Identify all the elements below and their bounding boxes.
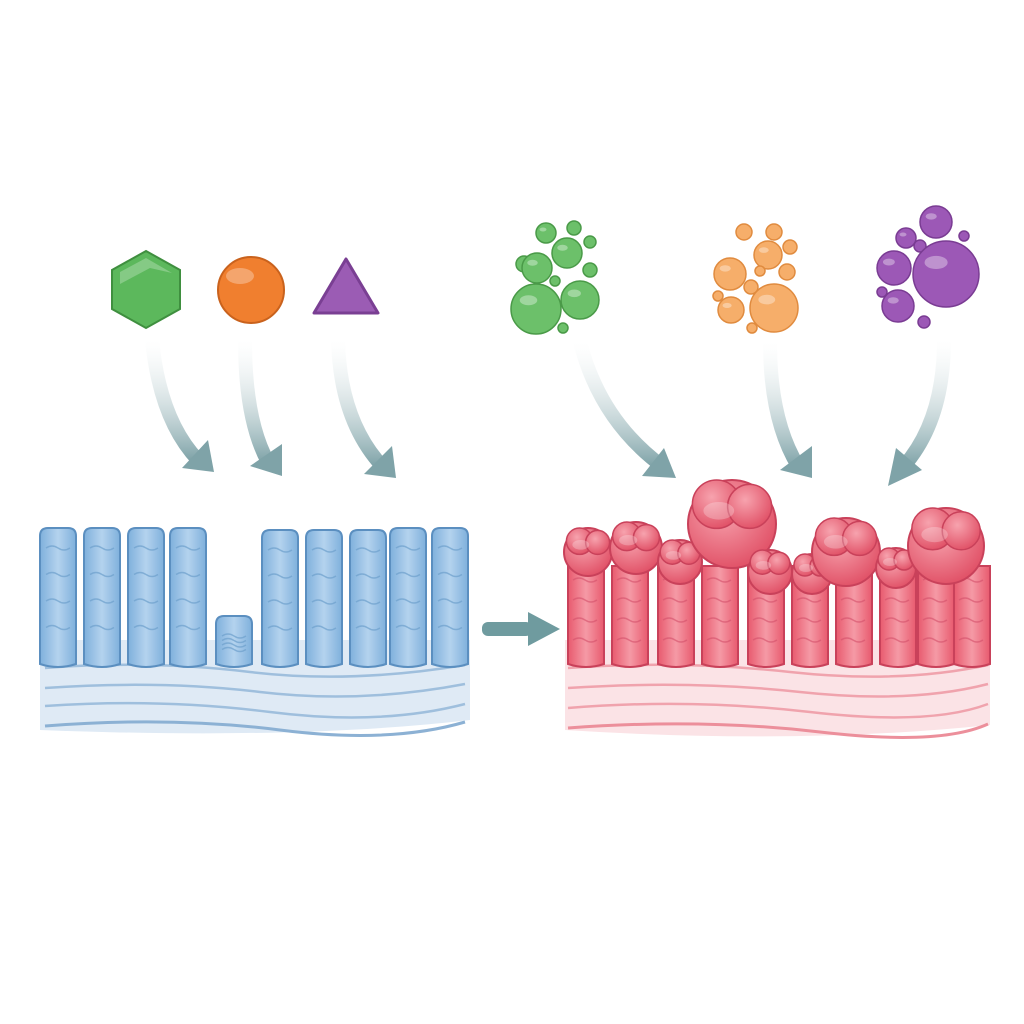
bubble bbox=[765, 223, 783, 241]
bubble bbox=[557, 322, 569, 334]
inflamed-villus bbox=[835, 565, 873, 668]
healthy-villus bbox=[261, 529, 299, 668]
inflamed-villus bbox=[701, 565, 739, 668]
arrow-hexagon-to-tissue bbox=[145, 333, 214, 472]
healthy-villus bbox=[83, 527, 121, 668]
transition-arrow bbox=[482, 612, 560, 646]
bubble bbox=[912, 240, 980, 308]
bubble bbox=[583, 235, 597, 249]
arrow-purple-bubbles-to-tissue bbox=[888, 333, 951, 486]
green-bubbles-icon bbox=[510, 220, 600, 335]
swollen-villus-tip bbox=[747, 549, 793, 595]
swollen-villus-tip bbox=[907, 507, 985, 585]
bubble bbox=[782, 239, 798, 255]
bubble bbox=[521, 252, 553, 284]
purple-triangle-icon bbox=[312, 257, 380, 315]
healthy-villus bbox=[305, 529, 343, 668]
bubble bbox=[881, 289, 915, 323]
swollen-villus-tip bbox=[687, 479, 777, 569]
bubble bbox=[717, 296, 745, 324]
inflamed-villus bbox=[611, 565, 649, 668]
bubble bbox=[876, 286, 888, 298]
bubble bbox=[510, 283, 562, 335]
healthy-villi bbox=[39, 527, 469, 668]
bubble bbox=[560, 280, 600, 320]
bubble bbox=[535, 222, 557, 244]
healthy-villus bbox=[169, 527, 207, 668]
bubble bbox=[582, 262, 598, 278]
bubble bbox=[749, 283, 799, 333]
swollen-villus-tip bbox=[563, 527, 613, 577]
healthy-villus bbox=[349, 529, 387, 668]
bubble bbox=[735, 223, 753, 241]
green-hexagon-icon bbox=[111, 249, 181, 330]
bubble bbox=[713, 257, 747, 291]
healthy-villus bbox=[431, 527, 469, 668]
bubble bbox=[913, 239, 927, 253]
bubble bbox=[895, 227, 917, 249]
bubble bbox=[754, 265, 766, 277]
bubble bbox=[549, 275, 561, 287]
arrow-orange-bubbles-to-tissue bbox=[763, 335, 812, 478]
inflammation-swellings bbox=[563, 479, 985, 595]
inflamed-villus bbox=[567, 565, 605, 668]
purple-bubbles-icon bbox=[876, 205, 980, 329]
bubble bbox=[551, 237, 583, 269]
arrow-circle-to-tissue bbox=[238, 333, 282, 476]
healthy-villus bbox=[127, 527, 165, 668]
bubble bbox=[778, 263, 796, 281]
bubble bbox=[876, 250, 912, 286]
healthy-villus bbox=[39, 527, 77, 668]
bubble bbox=[917, 315, 931, 329]
swollen-villus-tip bbox=[811, 517, 881, 587]
orange-circle-icon bbox=[217, 256, 285, 324]
bubble bbox=[712, 290, 724, 302]
bubble bbox=[753, 240, 783, 270]
bubble bbox=[919, 205, 953, 239]
bubble bbox=[743, 279, 759, 295]
bubble bbox=[566, 220, 582, 236]
inflamed-villus bbox=[879, 565, 917, 668]
bubble bbox=[958, 230, 970, 242]
orange-bubbles-icon bbox=[712, 223, 799, 334]
swollen-villus-tip bbox=[609, 521, 663, 575]
swollen-villus-tip bbox=[875, 547, 917, 589]
arrow-green-bubbles-to-tissue bbox=[573, 335, 676, 478]
healthy-villus bbox=[215, 615, 253, 668]
arrow-triangle-to-tissue bbox=[331, 333, 396, 478]
healthy-villus bbox=[389, 527, 427, 668]
bubble bbox=[746, 322, 758, 334]
